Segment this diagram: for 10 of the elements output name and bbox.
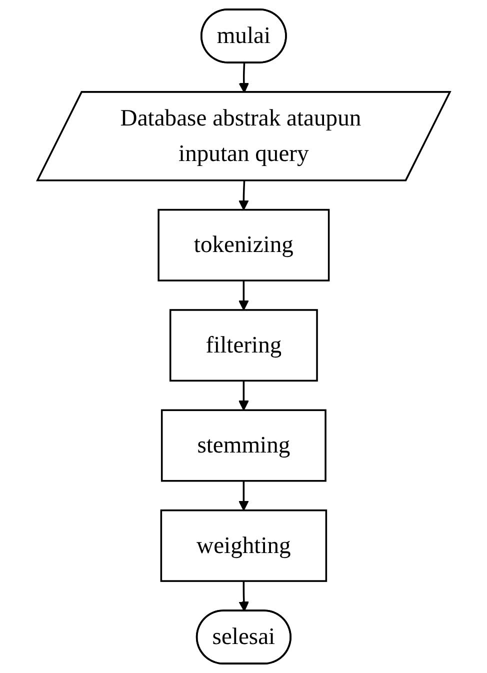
node-box: stemming [160, 409, 326, 482]
arrow [238, 581, 249, 612]
arrow [238, 280, 249, 310]
arrow [238, 180, 249, 210]
node-box: filtering [169, 309, 318, 382]
node-box: weighting [160, 509, 327, 582]
arrow [238, 63, 249, 93]
arrow [238, 480, 249, 511]
node-box: tokenizing [158, 208, 330, 282]
arrow [238, 380, 249, 411]
